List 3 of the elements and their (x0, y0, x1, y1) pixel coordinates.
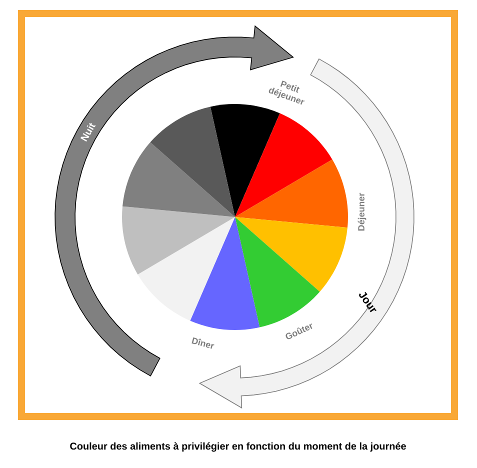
period-label: Déjeuner (358, 192, 366, 231)
caption: Couleur des aliments à privilégier en fonction du moment de la journée (70, 442, 406, 452)
period-label: Dîner (192, 337, 214, 349)
